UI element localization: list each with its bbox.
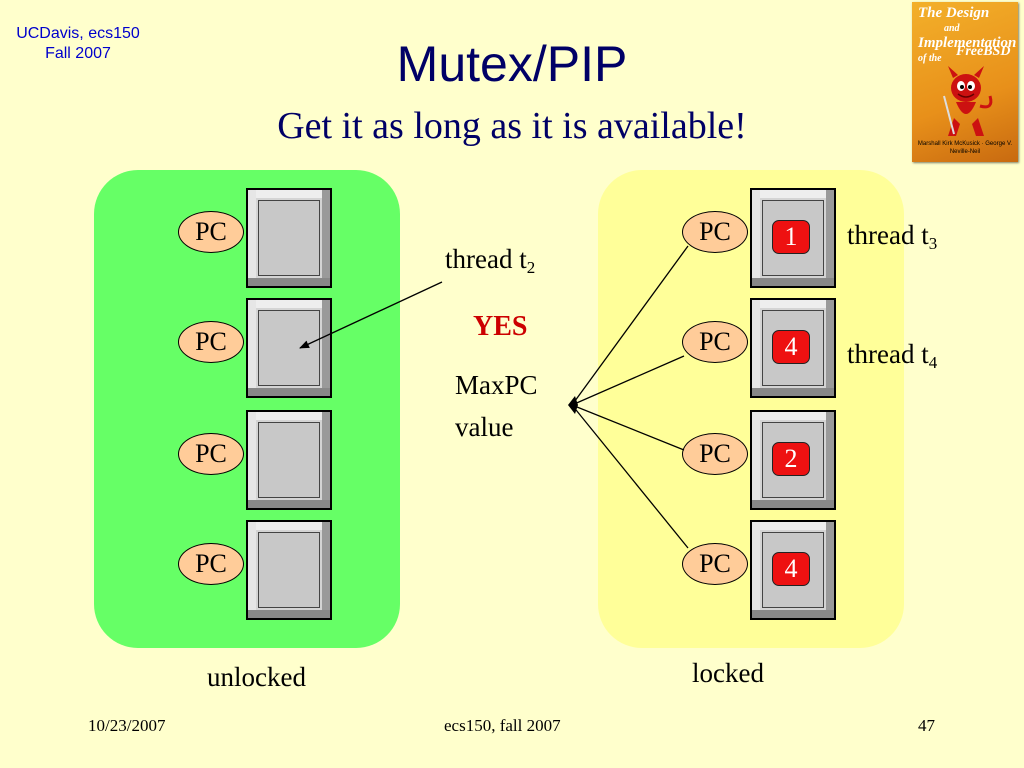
maxpc-line-2 [571,355,685,406]
daemon-mascot-icon [943,66,993,136]
slide-subtitle: Get it as long as it is available! [277,105,747,147]
maxpc-line-1 [571,245,689,406]
footer-date: 10/23/2007 [88,716,166,735]
pc-oval: PC [682,321,748,363]
book-brand: FreeBSD [956,44,1011,59]
course-header: UCDavis, ecs150 Fall 2007 [8,24,148,64]
book-title: The Design and Implementation of the [918,5,1017,65]
priority-badge: 1 [772,220,810,254]
unlocked-slot-1 [246,188,332,288]
priority-badge: 4 [772,552,810,586]
unlocked-slot-4 [246,520,332,620]
book-authors: Marshall Kirk McKusick · George V. Nevil… [917,141,1013,155]
locked-slot-2: 4 [750,298,836,398]
thread-t3-label: thread t3 [847,220,938,253]
unlocked-slot-3 [246,410,332,510]
pc-oval: PC [178,543,244,585]
slide-title: Mutex/PIP [396,36,628,92]
unlocked-label: unlocked [207,662,306,692]
header-line2: Fall 2007 [45,45,111,62]
maxpc-node [568,396,578,414]
yes-label: YES [473,311,528,342]
maxpc-line-3 [571,404,685,451]
locked-slot-4: 4 [750,520,836,620]
pc-oval: PC [178,433,244,475]
page-number: 47 [918,716,935,735]
thread-t2-arrow [299,281,443,349]
priority-badge: 2 [772,442,810,476]
book-cover-image: The Design and Implementation of the Fre… [912,2,1018,162]
thread-t2-label: thread t2 [445,244,536,277]
locked-label: locked [692,658,764,688]
maxpc-label-line1: MaxPC [455,370,538,400]
maxpc-label-line2: value [455,412,514,442]
pc-oval: PC [178,321,244,363]
priority-badge: 4 [772,330,810,364]
locked-slot-1: 1 [750,188,836,288]
header-line1: UCDavis, ecs150 [16,25,140,42]
pc-oval: PC [682,433,748,475]
pc-oval: PC [682,211,748,253]
pc-oval: PC [682,543,748,585]
maxpc-line-4 [571,404,689,549]
locked-slot-3: 2 [750,410,836,510]
unlocked-slot-2 [246,298,332,398]
footer-course: ecs150, fall 2007 [444,716,561,735]
thread-t4-label: thread t4 [847,339,938,372]
pc-oval: PC [178,211,244,253]
